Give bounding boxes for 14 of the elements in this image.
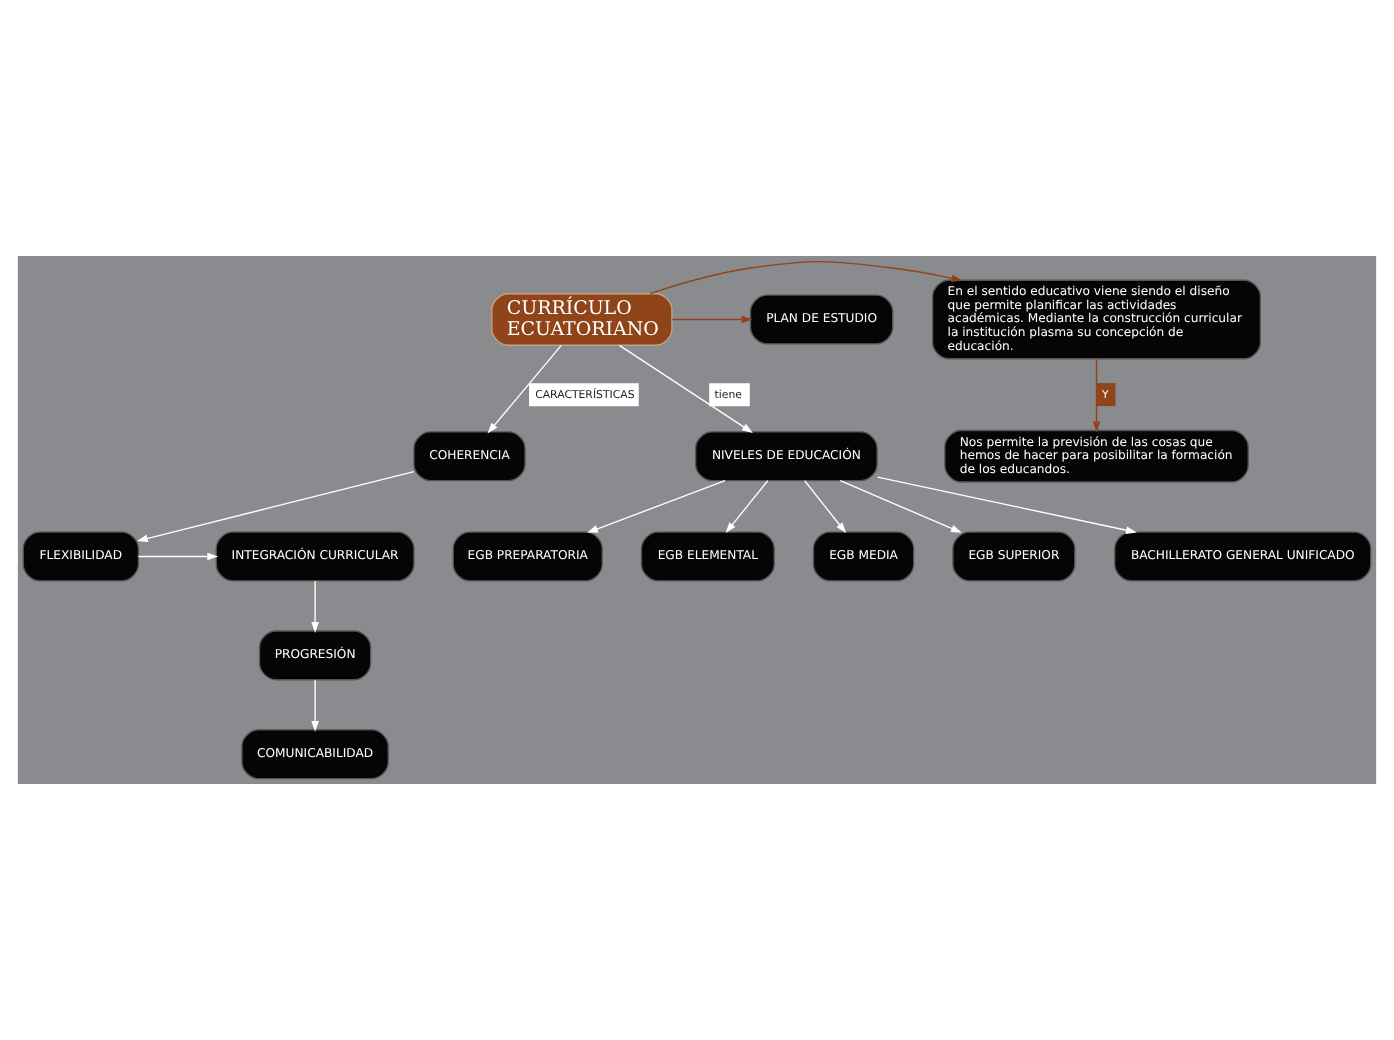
arrow	[1092, 358, 1101, 433]
arrow	[649, 260, 963, 295]
arrow	[839, 480, 962, 533]
arrow	[311, 580, 319, 633]
arrow	[725, 480, 769, 534]
arrow	[587, 480, 726, 533]
arrow	[137, 552, 219, 561]
arrow	[876, 476, 1137, 534]
arrow	[487, 344, 562, 434]
arrow	[804, 480, 847, 534]
node-box: CURRÍCULO ECUATORIANO	[491, 293, 673, 346]
arrow	[311, 679, 319, 732]
arrow	[136, 470, 415, 543]
arrow	[671, 315, 753, 324]
